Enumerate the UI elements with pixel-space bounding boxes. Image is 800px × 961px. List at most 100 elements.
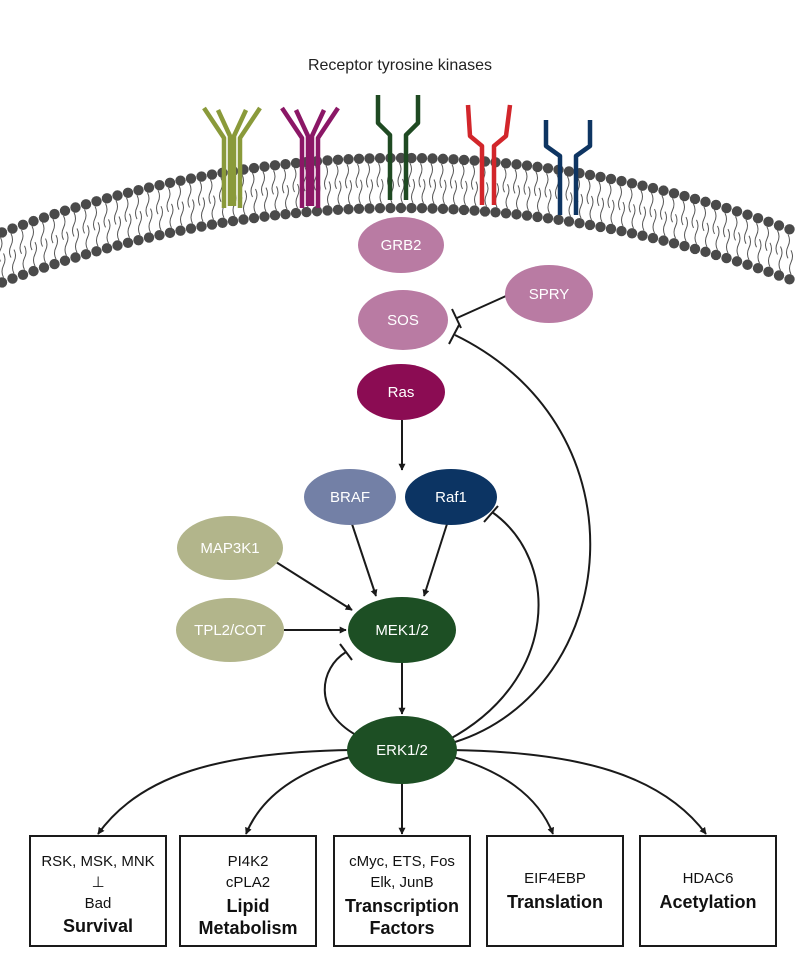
lipid-head (353, 203, 365, 214)
edge-erk-survival (97, 749, 353, 835)
lipid-tail (43, 238, 48, 263)
lipid-head (679, 240, 690, 252)
lipid-head (290, 157, 302, 169)
lipid-head (227, 215, 239, 227)
lipid-head (437, 203, 449, 215)
lipid-head (80, 249, 92, 260)
box-translation: EIF4EBP Translation (486, 835, 624, 947)
lipid-tail (778, 246, 783, 271)
lipid-tail (421, 179, 426, 204)
lipid-tail (408, 162, 412, 188)
lipid-head (112, 190, 123, 201)
lipid-tail (177, 185, 181, 210)
lipid-tail (397, 162, 402, 188)
lipid-head (70, 252, 81, 263)
lipid-head (364, 203, 375, 214)
lipid-tail (12, 249, 16, 274)
box-lipid-title-2: Metabolism (198, 918, 297, 938)
lipid-tail (505, 184, 510, 209)
lipid-head (427, 153, 438, 164)
edge-erk-translation (449, 755, 555, 835)
lipid-head (248, 212, 260, 224)
node-mek: MEK1/2 (348, 597, 456, 663)
lipid-tail (106, 219, 111, 244)
lipid-head (605, 223, 617, 235)
lipid-head (269, 160, 281, 171)
lipid-tail (345, 164, 349, 189)
lipid-head (290, 207, 302, 219)
lipid-tail (628, 188, 633, 213)
lipid-tail (586, 179, 591, 205)
lipid-head (742, 209, 753, 220)
lipid-head (238, 214, 249, 225)
lipid-tail (450, 164, 454, 189)
lipid-tail (523, 170, 528, 195)
lipid-tail (61, 215, 66, 240)
lipid-tail (295, 183, 300, 209)
lipid-head (658, 185, 669, 196)
lipid-head (322, 205, 333, 216)
lipid-tail (51, 218, 55, 244)
lipid-tail (670, 198, 675, 223)
edge-spry-sos (456, 295, 507, 319)
lipid-head (185, 173, 197, 184)
lipid-tail (369, 179, 373, 204)
lipid-head (721, 252, 732, 264)
edge-braf-mek (351, 523, 378, 597)
lipid-head (164, 177, 176, 189)
lipid-head (332, 204, 344, 216)
lipid-head (647, 182, 659, 194)
lipid-tail (148, 208, 153, 233)
node-sos: SOS (358, 290, 448, 350)
lipid-tail (463, 180, 468, 206)
box-survival-title: Survival (63, 916, 133, 936)
lipid-head (584, 219, 596, 231)
lipid-head (311, 206, 323, 217)
lipid-head (763, 216, 774, 228)
lipid-tail (127, 213, 132, 238)
lipid-tail (271, 170, 276, 195)
diagram-title: Receptor tyrosine kinases (308, 57, 492, 74)
lipid-head (206, 219, 218, 230)
lipid-head (616, 225, 627, 237)
lipid-tail (712, 209, 717, 235)
lipid-head (91, 246, 102, 257)
lipid-tail (334, 164, 339, 190)
lipid-head (374, 202, 386, 214)
box-transcription-line-1: cMyc, ETS, Fos (349, 853, 455, 870)
lipid-head (469, 205, 480, 216)
lipid-tail (198, 181, 202, 206)
lipid-tail (460, 164, 465, 190)
lipid-tail (103, 203, 108, 228)
node-sos-label: SOS (387, 312, 419, 329)
lipid-head (70, 202, 81, 213)
lipid-tail (726, 228, 730, 254)
lipid-tail (366, 163, 370, 188)
lipid-head (7, 223, 18, 234)
receptor-magenta (280, 106, 340, 208)
lipid-head (700, 246, 711, 258)
node-mek-label: MEK1/2 (375, 622, 428, 639)
lipid-tail (702, 206, 706, 232)
lipid-head (322, 155, 333, 166)
lipid-head (112, 240, 123, 251)
lipid-head (17, 219, 29, 231)
lipid-tail (348, 180, 352, 205)
lipid-head (721, 202, 732, 214)
edge-erk-acetylation (451, 749, 707, 835)
lipid-head (416, 203, 428, 214)
lipid-head (343, 204, 354, 215)
receptor-navy (543, 120, 593, 215)
lipid-head (742, 259, 753, 270)
box-transcription-title-1: Transcription (345, 896, 459, 916)
lipid-head (490, 207, 501, 218)
lipid-head (301, 206, 312, 218)
lipid-tail (22, 245, 27, 271)
lipid-tail (723, 212, 727, 238)
lipid-tail (250, 172, 255, 198)
lipid-tail (54, 234, 58, 260)
lipid-head (332, 154, 344, 166)
lipid-tail (768, 242, 772, 268)
node-map3k1-label: MAP3K1 (200, 540, 259, 557)
lipid-head (710, 199, 722, 211)
